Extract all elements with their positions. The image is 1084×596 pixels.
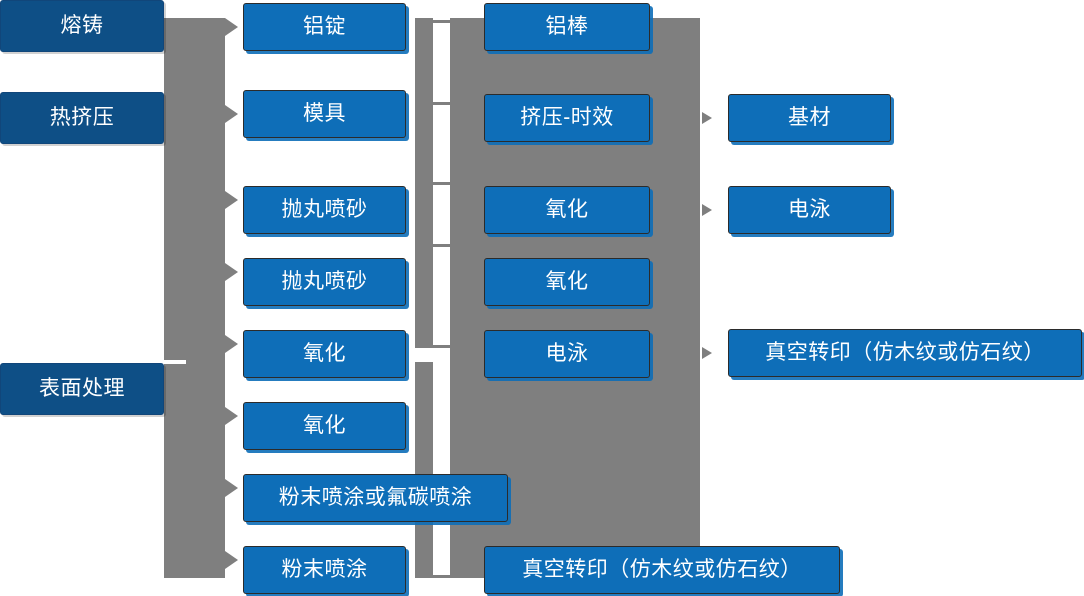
arrow-right-icon <box>702 112 712 124</box>
process-box-vacuum-transfer-1[interactable]: 真空转印（仿木纹或仿石纹） <box>484 546 840 594</box>
process-box-die[interactable]: 模具 <box>243 90 406 138</box>
connector-notch-mask-a <box>164 360 186 364</box>
process-label: 铝锭 <box>303 14 346 38</box>
connector-stub-surface <box>164 386 186 390</box>
process-label: 模具 <box>303 101 346 125</box>
stage-label: 热挤压 <box>49 105 115 129</box>
process-label: 真空转印（仿木纹或仿石纹） <box>522 557 802 581</box>
stage-label: 表面处理 <box>39 376 125 400</box>
arrow-right-icon <box>225 479 238 497</box>
process-label: 氧化 <box>303 341 346 365</box>
stage-label: 熔铸 <box>60 13 104 37</box>
connector-rail-narrow-bottom <box>415 362 433 578</box>
arrow-right-icon <box>225 191 238 209</box>
process-box-oxidation-1[interactable]: 氧化 <box>243 330 406 378</box>
process-label: 铝棒 <box>545 14 589 38</box>
process-box-shotblast-1[interactable]: 抛丸喷砂 <box>243 186 406 234</box>
result-box-vacuum-transfer[interactable]: 真空转印（仿木纹或仿石纹） <box>728 329 1082 377</box>
process-label: 粉末喷涂 <box>281 557 368 581</box>
process-box-extrusion-aging[interactable]: 挤压-时效 <box>484 94 650 142</box>
process-box-ingot[interactable]: 铝锭 <box>243 3 406 51</box>
process-box-aluminum-rod[interactable]: 铝棒 <box>484 3 650 51</box>
process-box-oxidation-2[interactable]: 氧化 <box>243 402 406 450</box>
arrow-right-icon <box>225 105 238 123</box>
stage-box-hot-extrusion[interactable]: 热挤压 <box>0 92 164 144</box>
arrow-right-icon <box>225 335 238 353</box>
process-box-powder-or-fluorocarbon[interactable]: 粉末喷涂或氟碳喷涂 <box>243 474 508 522</box>
process-box-oxidation-4[interactable]: 氧化 <box>484 258 650 306</box>
arrow-right-icon <box>225 551 238 569</box>
result-box-base-material[interactable]: 基材 <box>728 94 891 142</box>
process-label: 氧化 <box>303 413 346 437</box>
arrow-right-icon <box>225 263 238 281</box>
stage-box-casting[interactable]: 熔铸 <box>0 0 164 52</box>
arrow-right-icon <box>702 347 712 359</box>
result-label: 真空转印（仿木纹或仿石纹） <box>765 340 1045 364</box>
result-label: 基材 <box>788 105 831 129</box>
arrow-right-icon <box>225 407 238 425</box>
connector-trunk-left <box>164 18 225 578</box>
process-label: 氧化 <box>545 197 589 221</box>
process-label: 氧化 <box>545 269 589 293</box>
process-label: 电泳 <box>545 341 589 365</box>
stage-box-surface-treatment[interactable]: 表面处理 <box>0 363 164 415</box>
connector-stub-m1 <box>433 102 450 105</box>
result-label: 电泳 <box>788 197 831 221</box>
process-box-shotblast-2[interactable]: 抛丸喷砂 <box>243 258 406 306</box>
process-label: 粉末喷涂或氟碳喷涂 <box>278 485 473 509</box>
connector-rail-narrow-top <box>415 18 433 348</box>
connector-stub-m4 <box>433 345 450 348</box>
result-box-electrophoresis[interactable]: 电泳 <box>728 186 891 234</box>
connector-stub-m0 <box>433 20 450 23</box>
process-label: 抛丸喷砂 <box>281 197 368 221</box>
process-box-electrophoresis-1[interactable]: 电泳 <box>484 330 650 378</box>
connector-stub-m2 <box>433 182 450 185</box>
process-label: 抛丸喷砂 <box>281 269 368 293</box>
process-box-powder-coating[interactable]: 粉末喷涂 <box>243 546 406 594</box>
connector-stub-m3 <box>433 244 450 247</box>
process-box-oxidation-3[interactable]: 氧化 <box>484 186 650 234</box>
process-label: 挤压-时效 <box>520 105 614 129</box>
arrow-right-icon <box>702 204 712 216</box>
arrow-right-icon <box>225 18 238 36</box>
connector-stub-m5 <box>433 575 450 578</box>
